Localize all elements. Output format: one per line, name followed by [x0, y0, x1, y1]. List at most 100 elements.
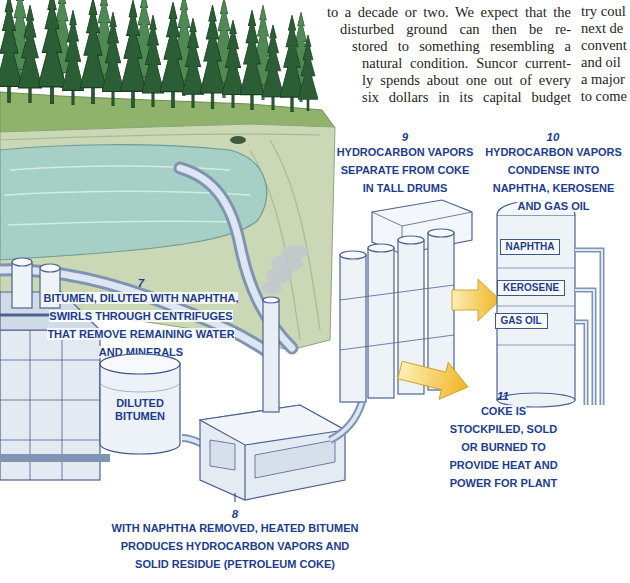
near-trees [18, 5, 42, 103]
callout: 8 [215, 504, 255, 522]
article-text: disturbed ground can then be re- [340, 21, 571, 38]
fractionator-tower [497, 215, 575, 400]
near-trees [62, 10, 84, 105]
article-text: and oil [581, 54, 621, 71]
callout: 9 [385, 127, 425, 145]
near-trees [38, 0, 66, 104]
near-trees [160, 2, 186, 108]
centrifuge-building [40, 264, 60, 272]
mine-pit [0, 134, 320, 140]
coker-building [200, 405, 345, 500]
product-pipes [575, 250, 602, 405]
plate-text: KEROSENE [502, 282, 560, 294]
centrifuge-building [12, 258, 32, 266]
article-line: six dollars in its capital budget [362, 89, 571, 106]
smoke [262, 245, 309, 295]
product-plate: GAS OIL [495, 313, 548, 329]
product-pipes [575, 250, 602, 405]
article-line: to a decade or two. We expect that the [327, 4, 571, 21]
callout: WITH NAPHTHA REMOVED, HEATED BITUMEN PRO… [109, 518, 361, 572]
callout-number: 11 [497, 390, 509, 402]
leader-line [235, 493, 236, 502]
fractionator-tower [497, 268, 575, 345]
article-text: stored to something resembling a [352, 38, 571, 55]
coking-drums [340, 251, 366, 259]
article-text: to a decade or two. We expect that the [327, 4, 571, 21]
callout-caption: HYDROCARBON VAPORS CONDENSE INTO NAPHTHA… [485, 146, 622, 212]
near-trees [240, 10, 264, 110]
centrifuge-building [0, 454, 110, 462]
tank-roof [100, 354, 180, 374]
near-trees [182, 18, 204, 108]
plate-text: GAS OIL [500, 315, 543, 327]
callout: 7 [121, 273, 161, 291]
callout-caption: HYDROCARBON VAPORS SEPARATE FROM COKE IN… [337, 146, 474, 194]
coker-building [210, 440, 335, 478]
mine-pit [8, 221, 235, 225]
product-plate: NAPHTHA [500, 239, 560, 255]
coking-drums [368, 244, 394, 252]
article-text: convent [581, 37, 627, 54]
callout-number: 10 [547, 131, 560, 143]
mine-pit [230, 136, 246, 144]
article-text: next de [581, 20, 623, 37]
article-line: a major [581, 70, 625, 88]
article-line: to come [581, 87, 627, 105]
callout: 10 [533, 127, 573, 145]
coker-building [263, 297, 279, 303]
article-line: convent [581, 36, 627, 54]
coker-building [263, 300, 279, 412]
coker-building [244, 445, 245, 500]
article-text: to come [581, 88, 627, 105]
tank-text: DILUTED BITUMEN [104, 397, 176, 423]
plate-text: NAPHTHA [505, 241, 555, 253]
callout: HYDROCARBON VAPORS CONDENSE INTO NAPHTHA… [480, 142, 627, 214]
near-trees [0, 0, 318, 112]
near-trees [200, 5, 225, 109]
callout-number: 9 [402, 131, 408, 143]
coking-drums [428, 229, 454, 237]
vapor-pipe [330, 402, 362, 440]
flow-arrows [395, 279, 500, 405]
callout: 11 [483, 386, 523, 404]
tank-body [100, 364, 180, 454]
slurry-pipes [0, 168, 292, 352]
centrifuge-building [12, 262, 32, 308]
smoke [281, 245, 309, 259]
fractionator-tower [497, 201, 575, 407]
article-line: natural condition. Suncor current- [362, 55, 571, 72]
callout-caption: BITUMEN, DILUTED WITH NAPHTHA, SWIRLS TH… [44, 292, 239, 358]
article-text: a major [581, 71, 625, 88]
article-line: and oil [581, 53, 621, 71]
article-text: try coul [581, 3, 626, 20]
near-trees [80, 0, 106, 104]
callout-caption: COKE IS STOCKPILED, SOLD OR BURNED TO PR… [449, 405, 557, 489]
tank-band [100, 382, 180, 392]
product-pipes [575, 250, 602, 405]
callout-caption: WITH NAPHTHA REMOVED, HEATED BITUMEN PRO… [112, 522, 359, 570]
coking-drums [398, 236, 424, 244]
callout-number: 7 [138, 277, 144, 289]
article-line: stored to something resembling a [352, 38, 571, 55]
article-text: natural condition. Suncor current- [362, 55, 571, 72]
coking-drums [368, 248, 394, 398]
vapor-pipe [330, 402, 362, 440]
article-line: try coul [581, 2, 626, 20]
callout-number: 8 [232, 508, 238, 520]
article-line: disturbed ground can then be re- [340, 21, 571, 38]
near-trees [142, 15, 164, 107]
vapor-pipe [330, 402, 362, 440]
coking-drums [340, 255, 366, 402]
product-plate: KEROSENE [497, 280, 565, 296]
flow-arrows [395, 352, 472, 406]
article-text: ly spends about one out of every [362, 72, 571, 89]
flow-arrows [452, 279, 500, 321]
callout: HYDROCARBON VAPORS SEPARATE FROM COKE IN… [334, 142, 476, 196]
tank-label: DILUTED BITUMEN [104, 397, 176, 423]
article-line: next de [581, 19, 623, 37]
article-text: six dollars in its capital budget [362, 89, 571, 106]
near-trees [298, 35, 318, 111]
coking-drums [340, 285, 454, 350]
storage-tank: DILUTED BITUMEN [98, 352, 182, 456]
